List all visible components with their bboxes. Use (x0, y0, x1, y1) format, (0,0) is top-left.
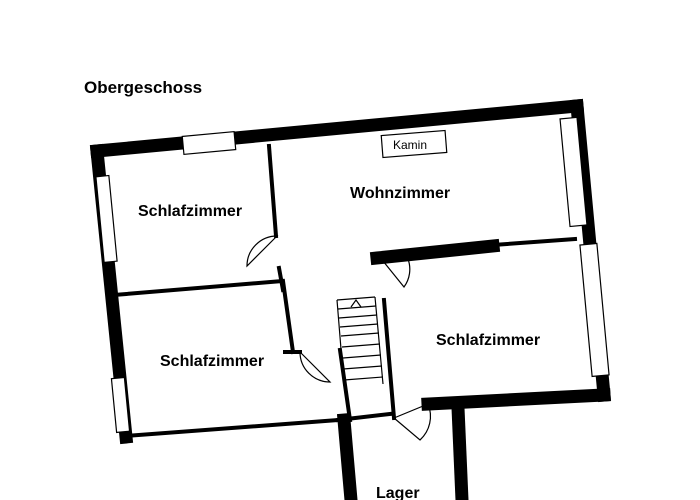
door-swing-bedroom-lower (299, 350, 332, 383)
wall-storage-left (336, 412, 358, 500)
fireplace-label: Kamin (393, 138, 427, 152)
wall-left-bedrooms (111, 278, 285, 298)
door-swing-living (378, 258, 411, 288)
door-swing-bedroom-top (246, 235, 279, 268)
wall-living-bedroom-right-2 (490, 236, 578, 248)
stair-arrow-icon (350, 298, 362, 308)
stair-step (342, 365, 383, 370)
wall-lower-bedroom-hall (280, 278, 296, 355)
window-right-lower (579, 242, 610, 378)
wall-lower-bedroom-bottom (123, 417, 341, 439)
top-wall (89, 98, 585, 159)
fireplace: Kamin (380, 129, 448, 159)
stair-step (342, 354, 382, 359)
window-left-lower (110, 376, 131, 434)
room-label-living-room: Wohnzimmer (350, 185, 450, 202)
room-label-bedroom-right: Schlafzimmer (436, 332, 540, 349)
windows (95, 116, 610, 434)
room-label-storage: Lager (376, 485, 420, 500)
stair-step (337, 305, 377, 310)
stair-right-rail (374, 296, 384, 385)
floor-label: Obergeschoss (84, 78, 202, 97)
stair-step (340, 332, 380, 337)
stair-step (341, 343, 381, 348)
staircase (336, 296, 384, 387)
wall-storage-right (451, 401, 469, 500)
window-left-upper (95, 174, 118, 264)
window-right-upper (559, 116, 588, 228)
wall-bedroom-living (266, 143, 279, 239)
stair-step (339, 323, 379, 328)
door-swing-bedroom-right (392, 403, 432, 441)
fireplace-box (380, 129, 448, 159)
doors (246, 235, 432, 441)
stair-left-rail (336, 299, 345, 387)
stair-step (338, 314, 378, 319)
outer-walls (89, 98, 612, 445)
interior-walls (111, 143, 578, 500)
room-label-bedroom-bottom-left: Schlafzimmer (160, 353, 264, 370)
wall-living-bedroom-right (369, 238, 501, 266)
stair-step (343, 376, 384, 381)
wall-right-bedroom-left (381, 297, 397, 421)
stair-step (336, 296, 376, 301)
window-top-left (181, 130, 237, 156)
room-label-bedroom-top-left: Schlafzimmer (138, 203, 242, 220)
